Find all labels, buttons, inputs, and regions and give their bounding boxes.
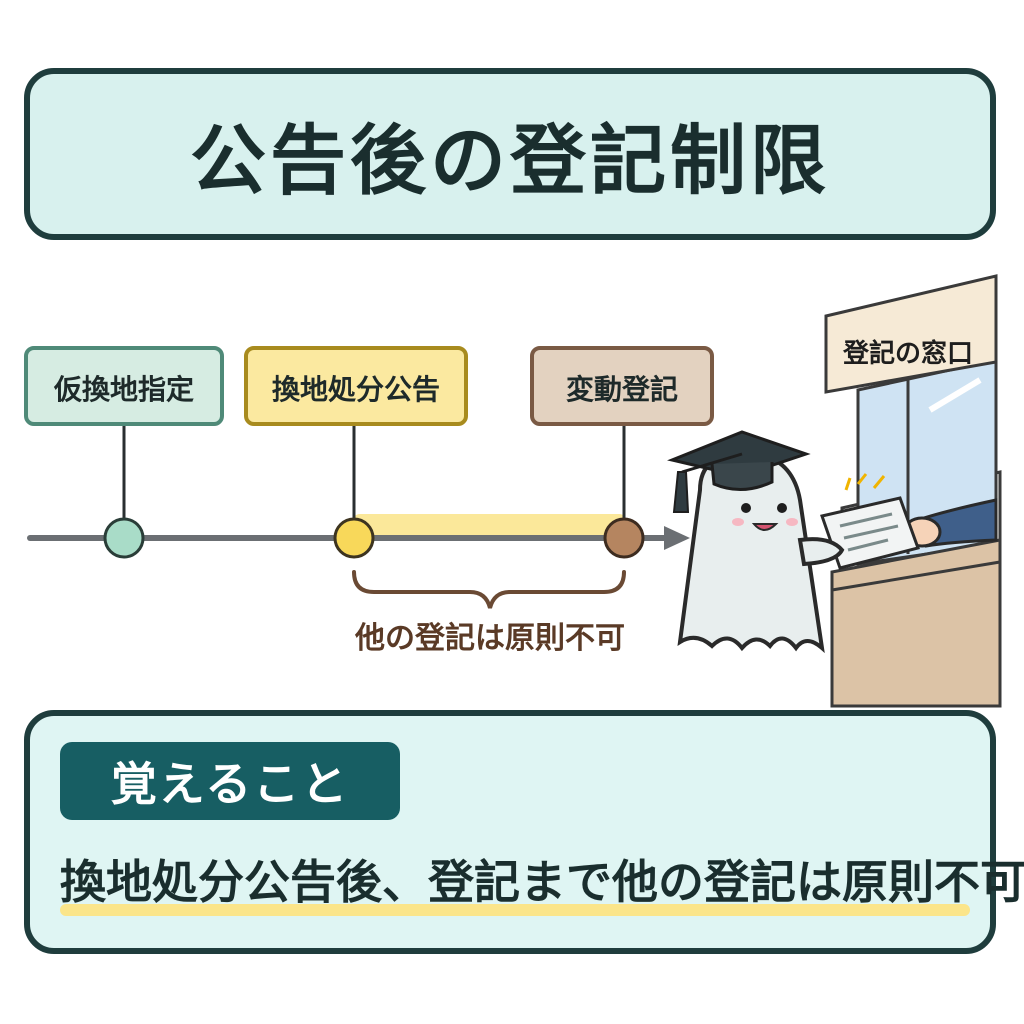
- stage-label-registration: 変動登記: [566, 373, 678, 406]
- stage-box-announcement: [244, 346, 468, 426]
- counter-sign: 登記の窓口: [842, 338, 973, 369]
- summary-text: 換地処分公告後、登記まで他の登記は原則不可: [60, 855, 1024, 909]
- timeline-svg: 仮換地指定 換地処分公告 変動登記 他の登記は原則不可 登記の窓口: [24, 274, 1002, 708]
- graduation-cap-band: [710, 462, 774, 491]
- timeline-arrowhead: [664, 526, 690, 550]
- ghost-cheek-right: [786, 518, 798, 526]
- ghost-mascot: [667, 430, 845, 654]
- timeline-dot-registration: [603, 517, 645, 559]
- tassel-icon: [672, 471, 690, 513]
- summary-line: 換地処分公告後、登記まで他の登記は原則不可: [60, 846, 1024, 916]
- document-icon: [820, 473, 920, 570]
- stage-box-provisional: [24, 346, 224, 426]
- counter-sign-board: [824, 274, 998, 394]
- sparkle-1: [856, 473, 868, 485]
- counter-desk-edge: [831, 560, 1001, 592]
- stage-label-announcement: 換地処分公告: [272, 373, 440, 406]
- document-line-1: [839, 512, 893, 528]
- tassel-cord: [681, 452, 743, 474]
- page-title: 公告後の登記制限: [190, 116, 830, 205]
- timeline-dot-provisional: [103, 517, 145, 559]
- ghost-cheek-left: [732, 518, 744, 526]
- restriction-period-highlight: [352, 514, 627, 536]
- timeline-diagram: 仮換地指定 換地処分公告 変動登記 他の登記は原則不可 登記の窓口: [0, 250, 1024, 710]
- ghost-eye-right: [777, 503, 787, 513]
- title-banner: 公告後の登記制限: [24, 68, 996, 240]
- timeline-dot-announcement: [333, 517, 375, 559]
- stage-label-provisional: 仮換地指定: [53, 373, 194, 406]
- registration-counter: 登記の窓口: [824, 274, 1002, 708]
- summary-highlight: [60, 904, 970, 916]
- ghost-mouth: [751, 523, 779, 531]
- restriction-brace: [352, 570, 626, 609]
- summary-badge: 覚えること: [60, 742, 400, 820]
- document-line-2: [843, 524, 899, 540]
- brace-label: 他の登記は原則不可: [354, 621, 625, 656]
- sparkle-3: [844, 477, 852, 491]
- document-line-3: [847, 538, 889, 552]
- stage-box-registration: [530, 346, 714, 426]
- ghost-eye-left: [741, 503, 751, 513]
- summary-card: 覚えること 換地処分公告後、登記まで他の登記は原則不可: [24, 710, 1024, 954]
- sparkle-2: [872, 475, 886, 489]
- ghost-arm: [797, 537, 845, 567]
- window-glare: [928, 377, 982, 413]
